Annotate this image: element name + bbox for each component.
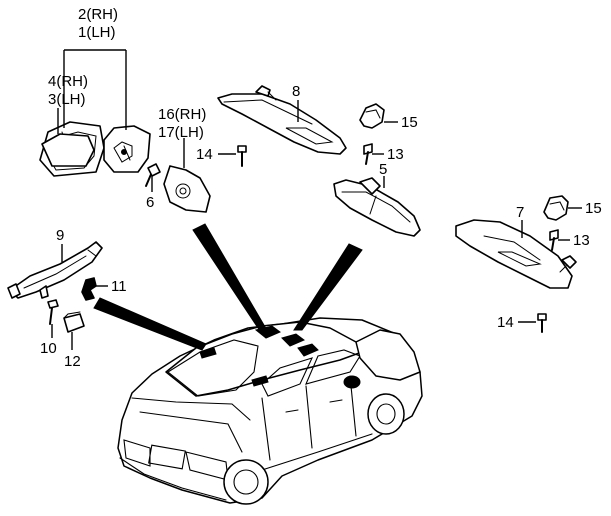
label-15-top: 15 [401, 114, 418, 131]
visor-clip-15-top [359, 103, 385, 129]
cap-12 [63, 311, 85, 333]
screw-13-right [549, 229, 559, 251]
callout-labels: 2(RH) 1(LH) 4(RH) 3(LH) 16(RH) 17(LH) 6 … [40, 6, 602, 370]
mirror-base [103, 125, 151, 173]
outside-mirror-assembly [39, 121, 151, 177]
label-4-rh: 4(RH) [48, 73, 88, 90]
label-13-right: 13 [573, 232, 590, 249]
screw-14-top [237, 145, 247, 167]
assist-handle-9 [7, 241, 103, 299]
label-16-rh: 16(RH) [158, 106, 206, 123]
screw-10 [47, 299, 59, 325]
label-3-lh: 3(LH) [48, 91, 86, 108]
label-8: 8 [292, 83, 300, 100]
label-10: 10 [40, 340, 57, 357]
wedge-to-roof-left [192, 223, 269, 335]
label-1-lh: 1(LH) [78, 24, 116, 41]
clip-11 [81, 277, 97, 301]
screw-13-top [363, 143, 373, 165]
wedge-to-handle [93, 297, 207, 351]
screw-6 [145, 163, 161, 187]
label-17-lh: 17(LH) [158, 124, 204, 141]
label-7: 7 [516, 204, 524, 221]
label-12: 12 [64, 353, 81, 370]
label-15-right: 15 [585, 200, 602, 217]
label-14-top: 14 [196, 146, 213, 163]
wedge-to-roof-right [293, 243, 363, 331]
label-2-rh: 2(RH) [78, 6, 118, 23]
label-5: 5 [379, 161, 387, 178]
label-11: 11 [111, 278, 127, 295]
mirror-cover-16-17 [163, 165, 211, 213]
label-9: 9 [56, 227, 64, 244]
pointer-wedges [93, 223, 363, 351]
sun-visor-7 [455, 219, 577, 289]
mirror-glass [41, 133, 95, 167]
visor-clip-15-right [543, 195, 569, 221]
label-6: 6 [146, 194, 154, 211]
label-14-right: 14 [497, 314, 514, 331]
car-illustration [117, 317, 423, 505]
screw-14-right [537, 313, 547, 333]
label-13-top: 13 [387, 146, 404, 163]
inside-rearview-mirror-5 [333, 177, 421, 237]
leader-lines [51, 49, 582, 350]
sun-visor-8 [217, 85, 347, 155]
